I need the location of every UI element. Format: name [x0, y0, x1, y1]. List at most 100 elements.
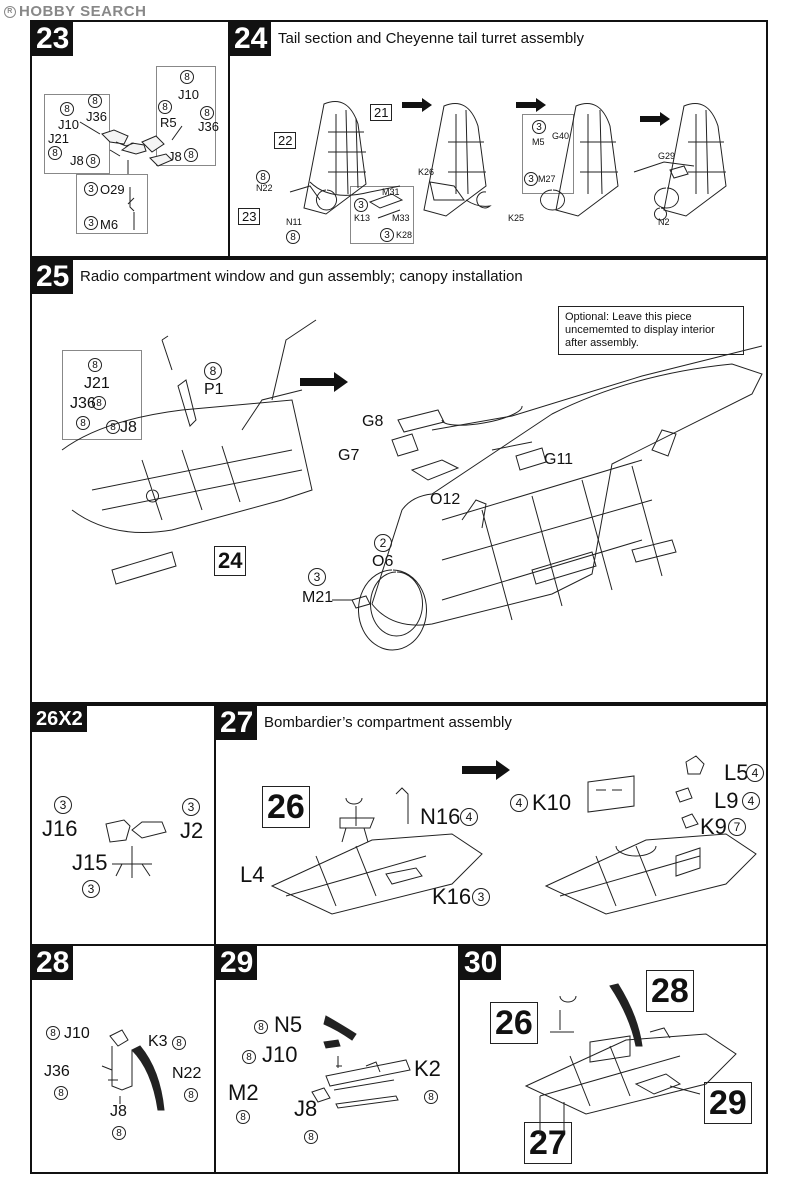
quantity-circle: 8 — [424, 1090, 438, 1104]
part-label-j10: J10 — [262, 1042, 298, 1067]
part-label-o29: O29 — [100, 182, 125, 197]
quantity-circle: 3 — [54, 796, 72, 814]
quantity-circle: 3 — [532, 120, 546, 134]
part-label-j16: J16 — [42, 816, 78, 841]
quantity-circle: 3 — [84, 216, 98, 230]
quantity-circle: 3 — [354, 198, 368, 212]
quantity-circle: 8 — [86, 154, 100, 168]
part-label-j8: J8 — [110, 1103, 127, 1120]
step-30-panel: 30 28 26 29 27 — [458, 944, 768, 1174]
sub-detail — [522, 114, 574, 194]
tail-drawing — [289, 101, 727, 221]
part-label-j15: J15 — [72, 850, 108, 875]
quantity-circle: 8 — [158, 100, 172, 114]
quantity-circle: 4 — [742, 792, 760, 810]
part-label-l9: L9 — [714, 788, 739, 813]
part-label-l5: L5 — [724, 760, 749, 785]
registered-icon: R — [4, 5, 16, 18]
part-label-m21: M21 — [302, 589, 334, 606]
arrow-right-icon — [516, 98, 546, 112]
quantity-circle: 8 — [48, 146, 62, 160]
sub-detail-bottom — [76, 174, 148, 234]
arrow-right-icon — [402, 98, 432, 112]
part-label-j36: J36 — [198, 119, 219, 134]
part-label-m33: M33 — [392, 213, 410, 223]
quantity-circle: 8 — [46, 1026, 60, 1040]
part-label-k25: K25 — [508, 213, 525, 223]
part-label-m6: M6 — [100, 217, 119, 232]
part-label-g11: G11 — [544, 451, 574, 468]
assembly-ref: 24 — [214, 546, 247, 576]
step-27-panel: 27 Bombardier’s compartment assembly 26 … — [214, 704, 768, 946]
fuselage-drawing — [61, 319, 763, 651]
quantity-circle: 7 — [728, 818, 746, 836]
seat-drawing — [105, 819, 167, 878]
part-label-k10: K10 — [532, 790, 572, 815]
assembly-ref: 27 — [524, 1122, 572, 1164]
part-label-n16: N16 — [420, 804, 461, 829]
quantity-circle: 3 — [308, 568, 326, 586]
quantity-circle: 8 — [242, 1050, 256, 1064]
part-label-r5: R5 — [160, 115, 177, 130]
part-label-m31: M31 — [382, 187, 400, 197]
part-label-l4: L4 — [240, 862, 265, 887]
step-24-panel: 24 Tail section and Cheyenne tail turret… — [228, 20, 768, 258]
assembly-ref: 26 — [262, 786, 310, 828]
quantity-circle: 3 — [380, 228, 394, 242]
arrow-right-icon — [640, 112, 670, 126]
quantity-circle: 8 — [180, 70, 194, 84]
step-title: Bombardier’s compartment assembly — [264, 714, 512, 731]
part-label-j36: J36 — [44, 1063, 70, 1080]
part-label-n22: N22 — [172, 1065, 202, 1082]
step-number: 30 — [460, 946, 502, 980]
sub-detail — [350, 186, 414, 244]
part-label-j21: J21 — [48, 131, 69, 146]
sub-detail — [62, 350, 142, 440]
step-29-panel: 29 8 N5 8 J10 K2 8 M2 8 J8 8 — [214, 944, 460, 1174]
part-label-k28: K28 — [396, 230, 413, 240]
step-title: Tail section and Cheyenne tail turret as… — [278, 30, 584, 47]
step-number: 24 — [230, 22, 272, 56]
part-label-j8: J8 — [70, 153, 84, 168]
quantity-circle: 8 — [204, 362, 222, 380]
part-label-g7: G7 — [338, 447, 360, 464]
part-label-j2: J2 — [180, 818, 204, 843]
quantity-circle: 8 — [236, 1110, 250, 1124]
step-title: Radio compartment window and gun assembl… — [80, 268, 523, 285]
step-28-panel: 28 8 J10 K3 8 J36 8 N22 8 J8 8 — [30, 944, 216, 1174]
part-label-m5: M5 — [532, 137, 545, 147]
quantity-circle: 8 — [200, 106, 214, 120]
quantity-circle: 8 — [172, 1036, 186, 1050]
part-label-o12: O12 — [430, 491, 461, 508]
part-label-j8: J8 — [294, 1096, 318, 1121]
quantity-circle: 8 — [112, 1126, 126, 1140]
arrow-right-icon — [300, 372, 348, 392]
part-label-j10: J10 — [58, 117, 79, 132]
compartment-drawing — [270, 755, 757, 915]
quantity-circle: 3 — [182, 798, 200, 816]
step-number: 25 — [32, 260, 74, 294]
quantity-circle: 8 — [88, 94, 102, 108]
step-number: 23 — [32, 22, 74, 56]
part-label-j36: J36 — [86, 109, 107, 124]
assembly-ref: 28 — [646, 970, 694, 1012]
part-label-k9: K9 — [700, 814, 727, 839]
part-label-o6: O6 — [372, 553, 394, 570]
gun-mount-drawing — [101, 1029, 165, 1111]
quantity-circle: 8 — [60, 102, 74, 116]
assembly-ref: 21 — [370, 104, 393, 121]
part-label-n2: N2 — [658, 217, 670, 227]
quantity-circle: 3 — [472, 888, 490, 906]
part-label-j8: J8 — [120, 419, 137, 436]
part-label-k2: K2 — [414, 1056, 441, 1081]
assembly-ref: 22 — [274, 132, 297, 149]
quantity-circle: 4 — [510, 794, 528, 812]
quantity-circle: 3 — [84, 182, 98, 196]
part-label-j21: J21 — [84, 375, 110, 392]
part-label-n22: N22 — [256, 183, 273, 193]
part-label-m2: M2 — [228, 1080, 259, 1105]
assembly-ref: 23 — [238, 208, 261, 225]
part-label-g29: G29 — [658, 151, 676, 161]
part-label-g40: G40 — [552, 131, 570, 141]
